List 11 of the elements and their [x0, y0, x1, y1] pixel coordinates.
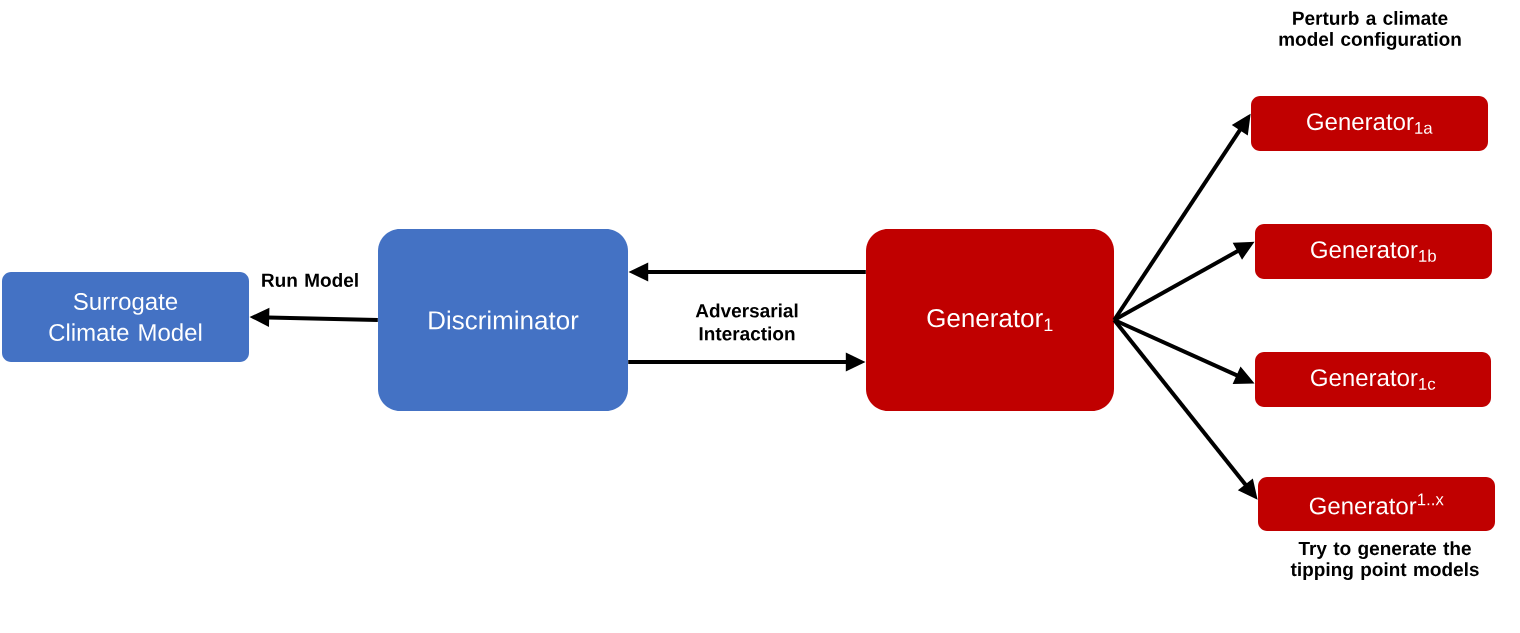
process-box: Generator$^{1..x}$ — [1258, 477, 1495, 531]
process-box: Generator$_{1c}$ — [1255, 352, 1491, 407]
edge-label: Adversarial Interaction — [695, 303, 798, 341]
process-box: Generator$_{1b}$ — [1255, 224, 1492, 279]
caption-text: Try to generate the tipping point models — [1290, 541, 1479, 580]
edge-label: Run Model — [262, 273, 358, 287]
process-box: Discriminator — [378, 229, 628, 411]
caption-text: Perturb a climate model configuration — [1279, 11, 1461, 50]
process-box: Surrogate Climate Model — [2, 272, 249, 362]
process-box: Generator$_{1a}$ — [1251, 96, 1488, 151]
process-box: Generator$_{1}$ — [866, 229, 1114, 411]
